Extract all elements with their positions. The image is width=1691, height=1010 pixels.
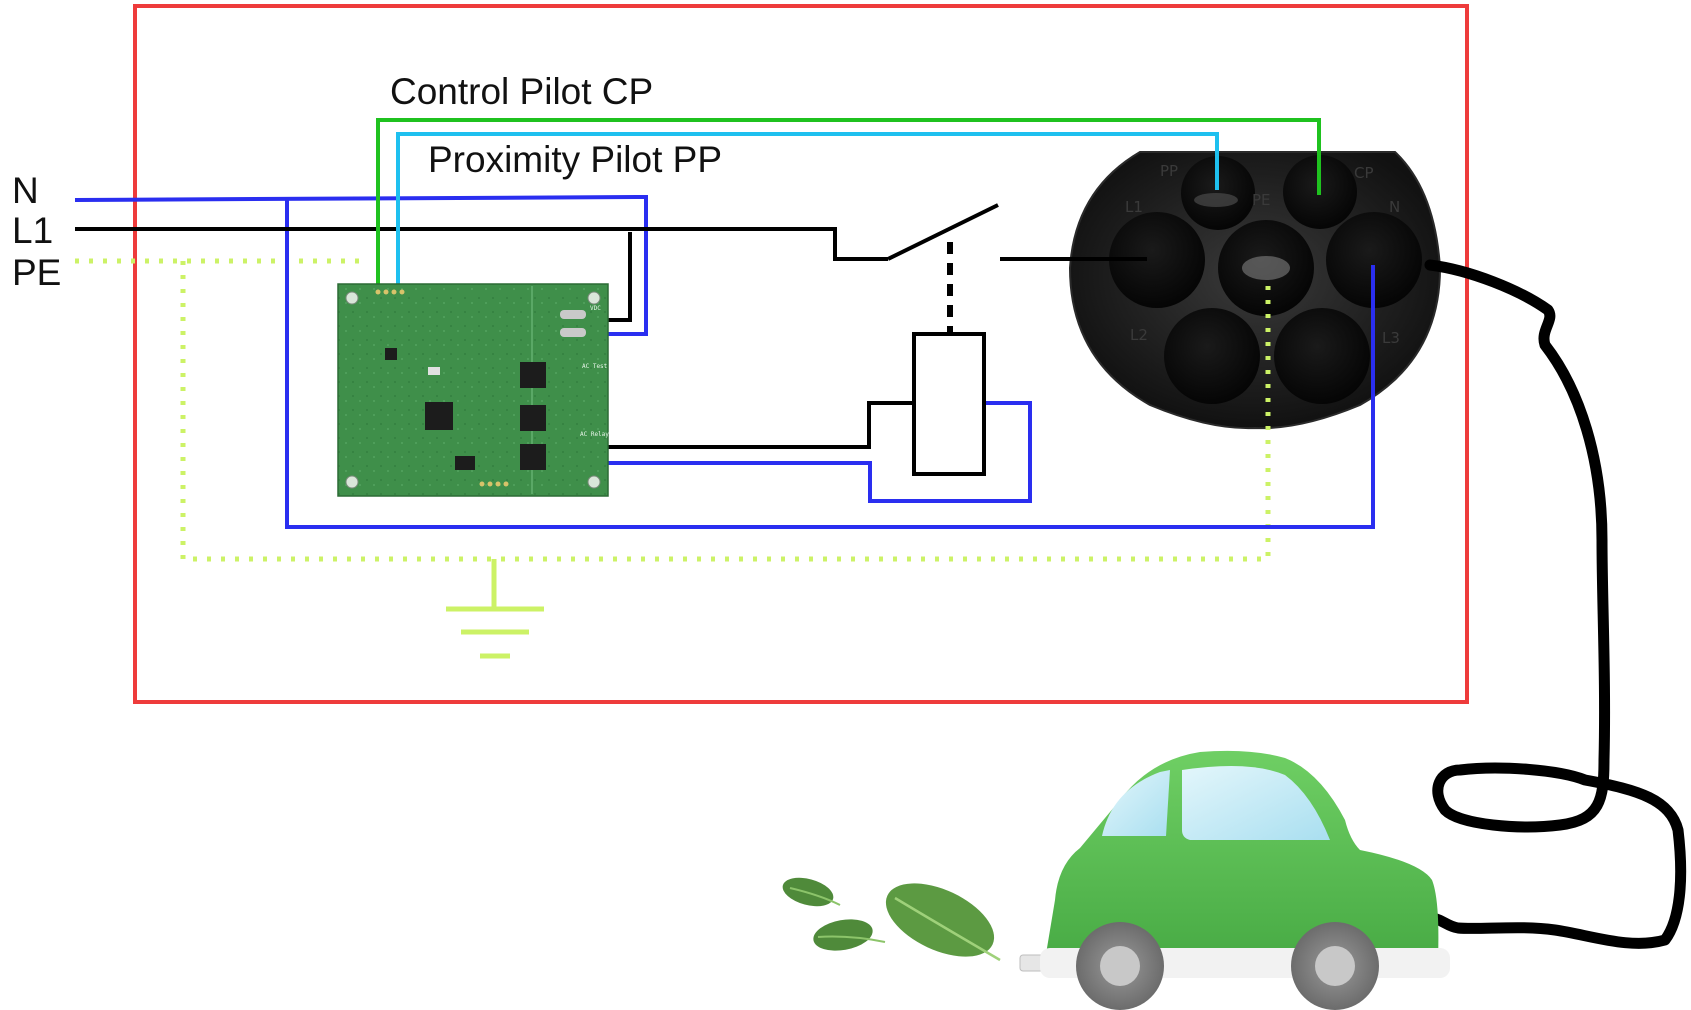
pcb-label-ac-relay: AC Relay: [580, 431, 609, 438]
line-label-l1: L1: [12, 210, 53, 251]
line-label-pe: PE: [12, 252, 61, 293]
pin-pp-glint: [1194, 193, 1238, 207]
neutral-wire: [74, 194, 1375, 529]
pin-l3-hole: [1274, 308, 1370, 404]
pe-wire: [75, 258, 1271, 562]
control-pilot-label: Control Pilot CP: [390, 71, 653, 112]
pin-l1-hole: [1109, 212, 1205, 308]
proximity-pilot-label: Proximity Pilot PP: [428, 139, 722, 180]
proximity-pilot-wire: [396, 132, 1219, 287]
pin-label-pp: PP: [1160, 162, 1178, 180]
pin-label-cp: CP: [1354, 164, 1374, 182]
enclosure-box: [133, 4, 1469, 704]
ground-icon: [446, 559, 544, 659]
pin-label-n: N: [1389, 198, 1400, 216]
pcb-label-vdc: VDC: [590, 305, 601, 312]
pin-pp-hole: [1181, 156, 1255, 230]
switch-icon: [887, 203, 999, 261]
pin-label-l1: L1: [1125, 198, 1143, 216]
pin-label-l2: L2: [1130, 326, 1148, 344]
control-pilot-wire: [376, 118, 1321, 287]
l1-wire: [75, 227, 1147, 449]
pcb-label-ac-test: AC Test: [582, 363, 608, 370]
pin-pe-glint: [1242, 256, 1290, 280]
type2-connector-icon: PP CP PE L1 N L2 L3: [1068, 151, 1442, 430]
charging-cable: [1419, 259, 1687, 949]
pin-l2-hole: [1164, 308, 1260, 404]
pin-label-l3: L3: [1382, 329, 1400, 347]
pcb-board-icon: VDC AC Test AC Relay: [337, 283, 609, 497]
relay-icon: [912, 332, 986, 476]
line-label-n: N: [12, 170, 39, 211]
leaf-icon: [782, 877, 1001, 962]
pin-label-pe: PE: [1252, 191, 1271, 209]
car-icon: [1019, 750, 1450, 1010]
pin-n-hole: [1326, 212, 1422, 308]
